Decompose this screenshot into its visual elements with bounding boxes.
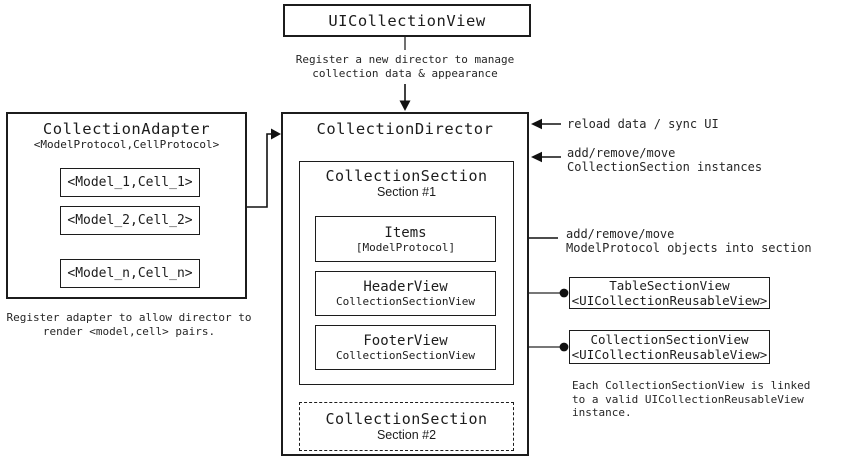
footerview-title: FooterView (363, 333, 448, 349)
items-box: Items [ModelProtocol] (315, 216, 496, 262)
uicollectionview-box: UICollectionView (283, 4, 531, 37)
items-title: Items (384, 224, 427, 241)
headerview-title: HeaderView (363, 279, 448, 295)
connector-adapter-to-director (247, 133, 272, 208)
items-subtitle: [ModelProtocol] (355, 240, 456, 254)
collection-adapter-box: CollectionAdapter <ModelProtocol,CellPro… (6, 112, 247, 299)
note-register-director: Register a new director to manage collec… (295, 53, 515, 80)
note-sectionview-link: Each CollectionSectionView is linked to … (572, 379, 811, 419)
collection-section1-title: CollectionSection (325, 167, 488, 185)
note-register-adapter: Register adapter to allow director to re… (6, 311, 252, 338)
table-section-view-subtitle: <UICollectionReusableView> (571, 293, 768, 308)
footerview-subtitle: CollectionSectionView (335, 349, 476, 362)
note-reload-data: reload data / sync UI (567, 117, 719, 131)
note-section-ops: add/remove/move CollectionSection instan… (567, 146, 763, 174)
collection-section2-box: CollectionSection Section #2 (299, 402, 514, 451)
collection-section-view-title: CollectionSectionView (590, 332, 749, 347)
collection-section2-subtitle: Section #2 (376, 428, 437, 442)
arrow-adapter-to-director-head (271, 128, 281, 140)
collection-section-view-box: CollectionSectionView <UICollectionReusa… (569, 330, 770, 364)
connector-headerview-dot (559, 288, 569, 298)
model-cell-pair-2: <Model_2,Cell_2> (60, 206, 200, 235)
collection-adapter-title: CollectionAdapter (42, 120, 211, 138)
model-cell-pair-1-label: <Model_1,Cell_1> (67, 175, 193, 190)
collection-adapter-subtitle: <ModelProtocol,CellProtocol> (33, 138, 220, 151)
arrow-reload-head (531, 118, 542, 130)
table-section-view-title: TableSectionView (609, 278, 730, 293)
headerview-subtitle: CollectionSectionView (335, 295, 476, 308)
note-item-ops: add/remove/move ModelProtocol objects in… (566, 227, 812, 255)
model-cell-pair-n-label: <Model_n,Cell_n> (67, 266, 193, 281)
arrow-sections-head (531, 151, 542, 163)
uicollectionview-title: UICollectionView (328, 11, 486, 30)
connector-footerview-dot (559, 342, 569, 352)
headerview-box: HeaderView CollectionSectionView (315, 271, 496, 316)
model-cell-pair-2-label: <Model_2,Cell_2> (67, 213, 193, 228)
collection-section-view-subtitle: <UICollectionReusableView> (571, 347, 768, 362)
model-cell-pair-1: <Model_1,Cell_1> (60, 168, 200, 197)
collection-section1-subtitle: Section #1 (376, 185, 437, 199)
collection-director-title: CollectionDirector (316, 120, 494, 138)
footerview-box: FooterView CollectionSectionView (315, 325, 496, 370)
collection-section2-title: CollectionSection (325, 410, 488, 428)
model-cell-pair-n: <Model_n,Cell_n> (60, 259, 200, 288)
table-section-view-box: TableSectionView <UICollectionReusableVi… (569, 277, 770, 309)
arrow-register-director-head (399, 100, 411, 111)
